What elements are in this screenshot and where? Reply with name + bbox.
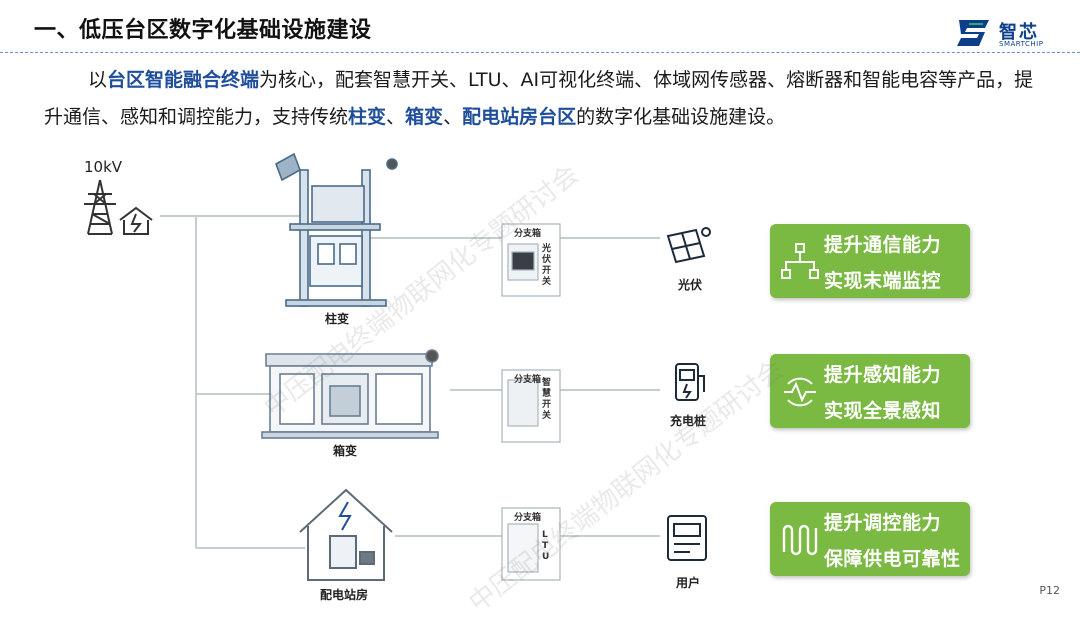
card-1-line-1: 提升通信能力	[824, 234, 942, 256]
capability-card-sensing: 提升感知能力 实现全景感知	[770, 354, 970, 428]
branch-device-1: 光伏开关	[542, 244, 552, 287]
branch-box-1	[501, 223, 561, 297]
branch-box-3	[501, 507, 561, 581]
page-number: P12	[1039, 584, 1060, 597]
branch-box-title-1: 分支箱	[514, 229, 542, 239]
control-signal-icon	[782, 524, 818, 556]
card-3-line-1: 提升调控能力	[824, 512, 942, 534]
highlight-pole-transformer: 柱变	[348, 106, 387, 128]
title-underline-dash	[0, 52, 1080, 53]
solar-panel-icon	[666, 227, 711, 264]
substation-room-icon	[299, 488, 393, 581]
page-title: 一、低压台区数字化基础设施建设	[34, 18, 372, 43]
logo-text-en: SMARTCHIP	[999, 40, 1044, 48]
logo-mark-icon	[957, 20, 989, 46]
pole-transformer-icon	[275, 152, 398, 307]
logo-text-cn: 智芯	[999, 22, 1039, 43]
card-1-line-2: 实现末端监控	[824, 270, 942, 292]
site-label-room: 配电站房	[319, 588, 368, 602]
site-label-pole: 柱变	[324, 312, 349, 326]
charging-pile-icon	[675, 363, 705, 401]
endpoint-label-solar: 光伏	[677, 278, 702, 292]
branch-device-2: 智慧开关	[542, 378, 552, 421]
source-voltage-label: 10kV	[84, 158, 123, 176]
branch-box-2	[501, 369, 561, 443]
card-2-line-2: 实现全景感知	[824, 400, 942, 422]
user-meter-icon	[667, 515, 707, 561]
branch-device-3: LTU	[542, 530, 550, 562]
box-transformer-icon	[261, 349, 439, 439]
infrastructure-diagram	[84, 152, 711, 581]
capability-card-communication: 提升通信能力 实现末端监控	[770, 224, 970, 298]
sensor-wave-icon	[784, 377, 816, 407]
capability-card-control: 提升调控能力 保障供电可靠性	[770, 502, 970, 576]
network-icon	[781, 243, 819, 279]
endpoint-label-user: 用户	[675, 576, 700, 590]
company-logo: 智芯 SMARTCHIP	[955, 18, 1055, 52]
highlight-substation-room: 配电站房台区	[462, 106, 577, 128]
highlight-box-transformer: 箱变	[405, 106, 444, 128]
endpoint-label-charger: 充电桩	[669, 414, 706, 428]
card-3-line-2: 保障供电可靠性	[824, 548, 961, 570]
branch-box-title-3: 分支箱	[514, 513, 542, 523]
branch-box-title-2: 分支箱	[514, 375, 542, 385]
card-2-line-1: 提升感知能力	[824, 364, 942, 386]
intro-paragraph: 以台区智能融合终端为核心，配套智慧开关、LTU、AI可视化终端、体域网传感器、熔…	[44, 69, 1034, 128]
connection-lines	[160, 215, 660, 549]
site-label-box: 箱变	[332, 444, 357, 458]
power-tower-icon	[84, 179, 153, 235]
highlight-terminal: 台区智能融合终端	[107, 69, 260, 91]
